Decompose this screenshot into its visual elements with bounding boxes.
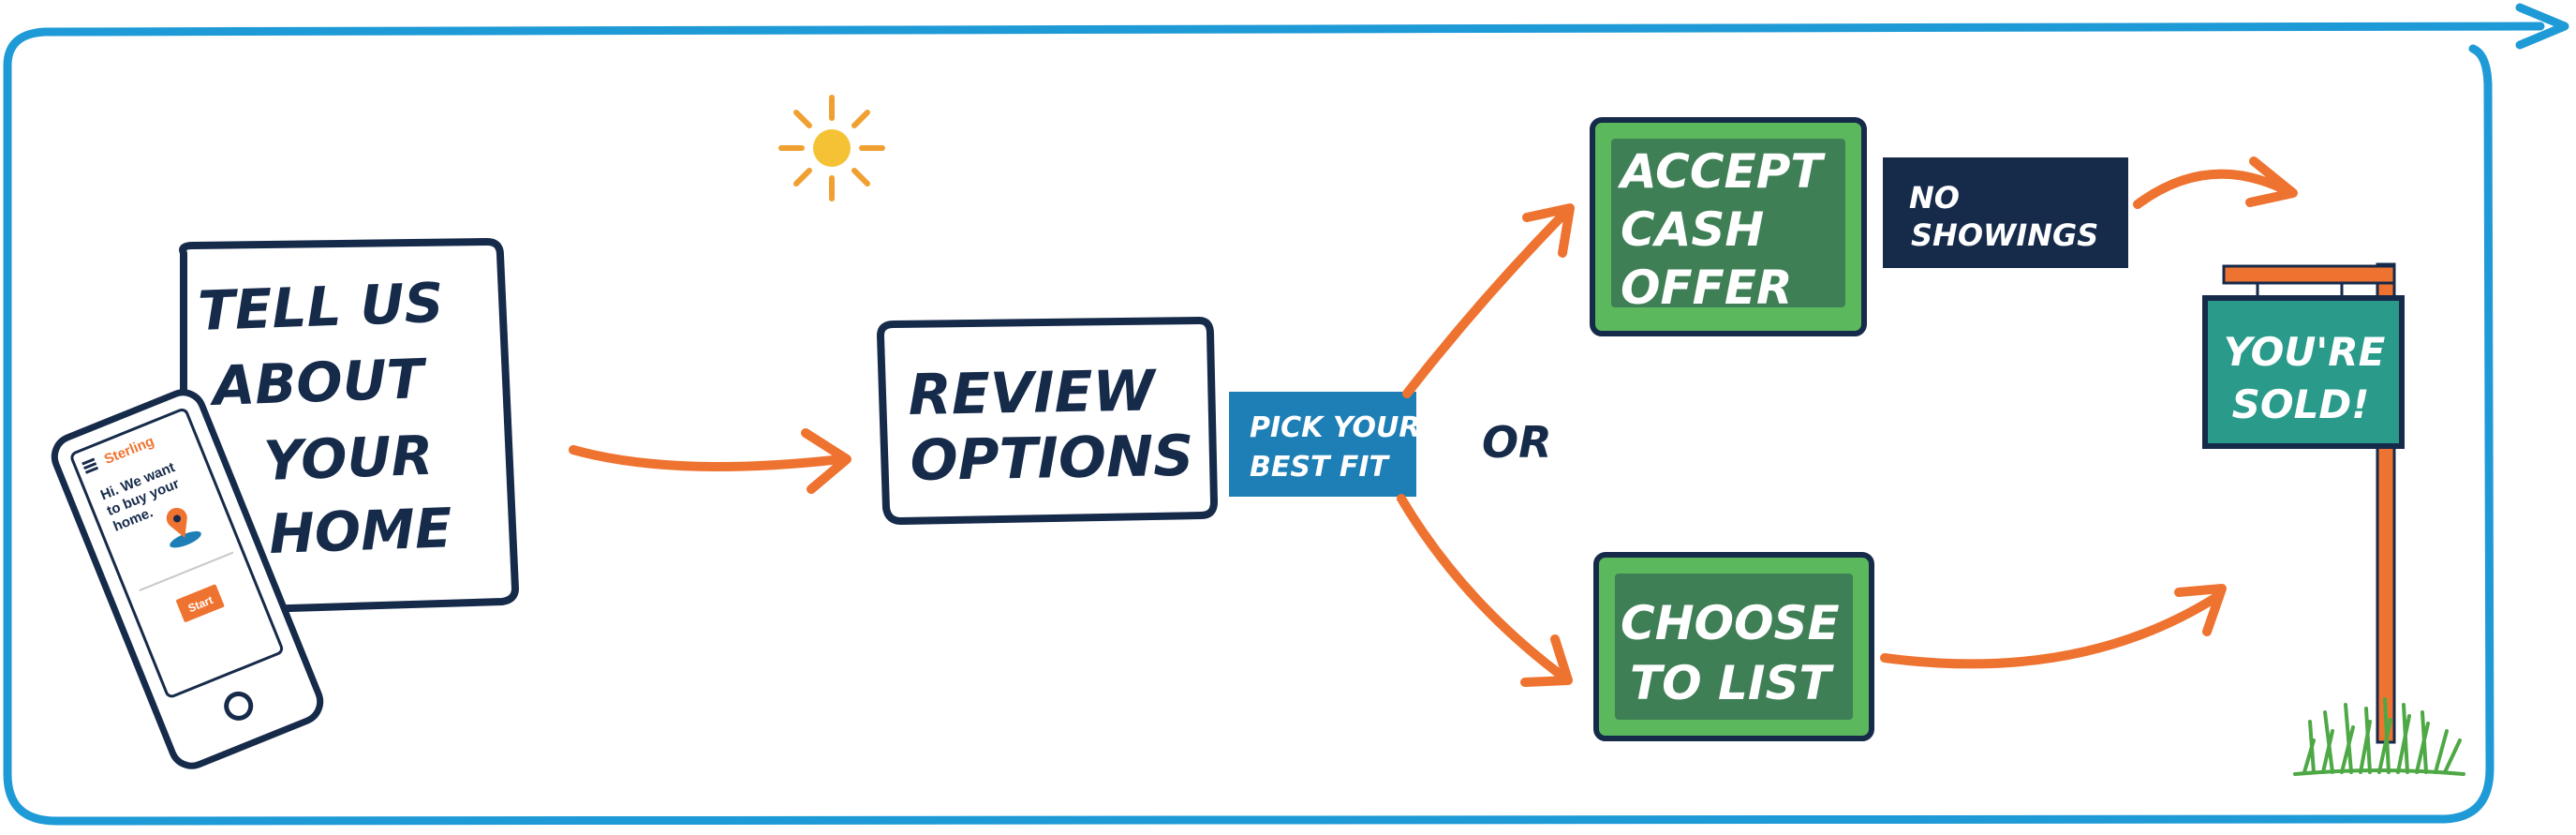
accept-line-3: OFFER	[1621, 261, 1792, 315]
accept-line-2: CASH	[1621, 202, 1764, 257]
smartphone-icon: Sterling Hi. We want to buy your home. S…	[51, 389, 324, 769]
review-line-1: REVIEW	[908, 358, 1158, 428]
frame-line	[3, 22, 2545, 826]
no-showings-line-1: NO	[1909, 180, 1960, 216]
tell-us-line-3: YOUR	[262, 424, 434, 493]
real-estate-sign-post-icon: YOU'RE SOLD!	[2202, 262, 2405, 744]
svg-text:TELL US: TELL US	[197, 271, 444, 343]
tell-us-line-1: TELL US	[197, 271, 444, 343]
accept-line-1: ACCEPT	[1617, 144, 1826, 199]
accept-cash-offer-card: ACCEPT CASH OFFER	[1590, 117, 1867, 336]
choose-to-list-card: CHOOSE TO LIST	[1593, 552, 1874, 741]
tell-us-card: TELL US ABOUT YOUR HOME	[179, 238, 519, 615]
hamburger-menu-icon	[81, 457, 99, 474]
sold-line-2: SOLD!	[2232, 381, 2370, 427]
no-showings-line-2: SHOWINGS	[1911, 217, 2098, 253]
phone-start-button[interactable]: Start	[175, 584, 225, 622]
outer-frame	[3, 3, 2569, 826]
choose-line-2: TO LIST	[1630, 656, 1834, 710]
review-line-2: OPTIONS	[910, 424, 1194, 494]
frame-arrowhead	[2515, 3, 2569, 50]
map-pin-icon	[166, 507, 201, 548]
or-label: OR	[1482, 417, 1552, 468]
choose-line-1: CHOOSE	[1621, 596, 1840, 650]
review-options-card: REVIEW OPTIONS	[877, 317, 1218, 525]
arrow-to-review	[569, 428, 851, 494]
tell-us-line-4: HOME	[268, 496, 452, 566]
sun-icon	[778, 95, 885, 201]
review-options-card-border	[877, 317, 1218, 525]
pick-best-fit-label: PICK YOUR BEST FIT	[1229, 392, 1420, 497]
svg-text:YOUR: YOUR	[262, 424, 434, 493]
sold-line-1: YOU'RE	[2224, 329, 2386, 375]
tell-us-line-2: ABOUT	[208, 347, 429, 418]
arrow-choose-list-to-sold	[1880, 584, 2227, 669]
arrow-to-accept-cash	[1402, 203, 1575, 398]
sold-sign: YOU'RE SOLD!	[2202, 295, 2405, 449]
pick-fit-line-2: BEST FIT	[1250, 451, 1391, 484]
arrow-no-showings-to-sold	[2133, 157, 2298, 209]
svg-text:HOME: HOME	[268, 496, 452, 566]
arrow-to-choose-list	[1397, 494, 1573, 687]
grass-icon	[2293, 697, 2465, 776]
no-showings-label: NO SHOWINGS	[1883, 157, 2128, 268]
svg-text:ABOUT: ABOUT	[208, 347, 429, 418]
pick-fit-line-1: PICK YOUR	[1250, 411, 1420, 444]
